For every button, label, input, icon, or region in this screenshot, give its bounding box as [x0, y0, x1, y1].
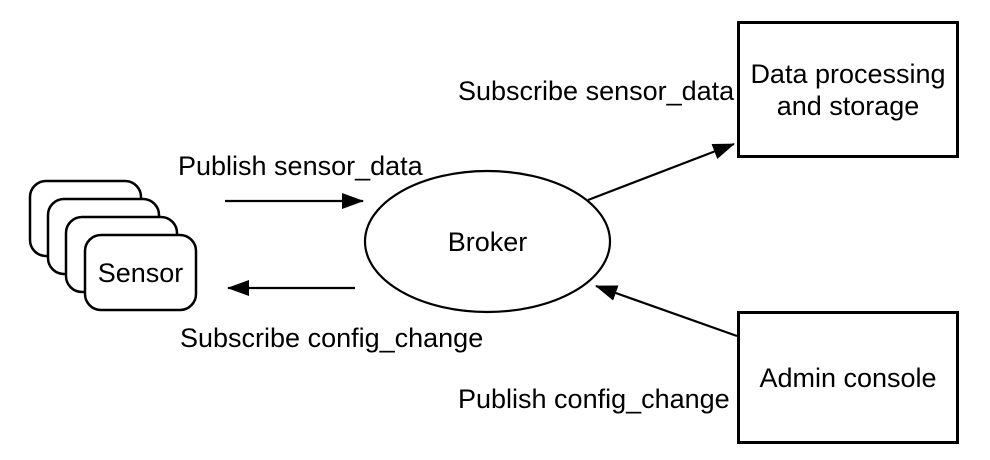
- publish-sensor-data-label: Publish sensor_data: [178, 151, 423, 181]
- admin-console-box: Admin console: [737, 311, 959, 444]
- sensor-card-front: [83, 233, 198, 312]
- subscribe-config-change-label: Subscribe config_change: [180, 323, 484, 353]
- broker-ellipse: [363, 169, 612, 314]
- subscribe-sensor-data-arrow: [587, 142, 735, 202]
- sensor-stack: [28, 179, 198, 312]
- admin-console-label: Admin console: [759, 362, 937, 393]
- data-processing-label: Data processing and storage: [750, 58, 946, 121]
- data-processing-box: Data processing and storage: [737, 21, 959, 158]
- subscribe-sensor-data-label: Subscribe sensor_data: [458, 76, 735, 106]
- publish-config-change-label: Publish config_change: [458, 384, 730, 414]
- publish-config-change-arrow: [595, 284, 738, 338]
